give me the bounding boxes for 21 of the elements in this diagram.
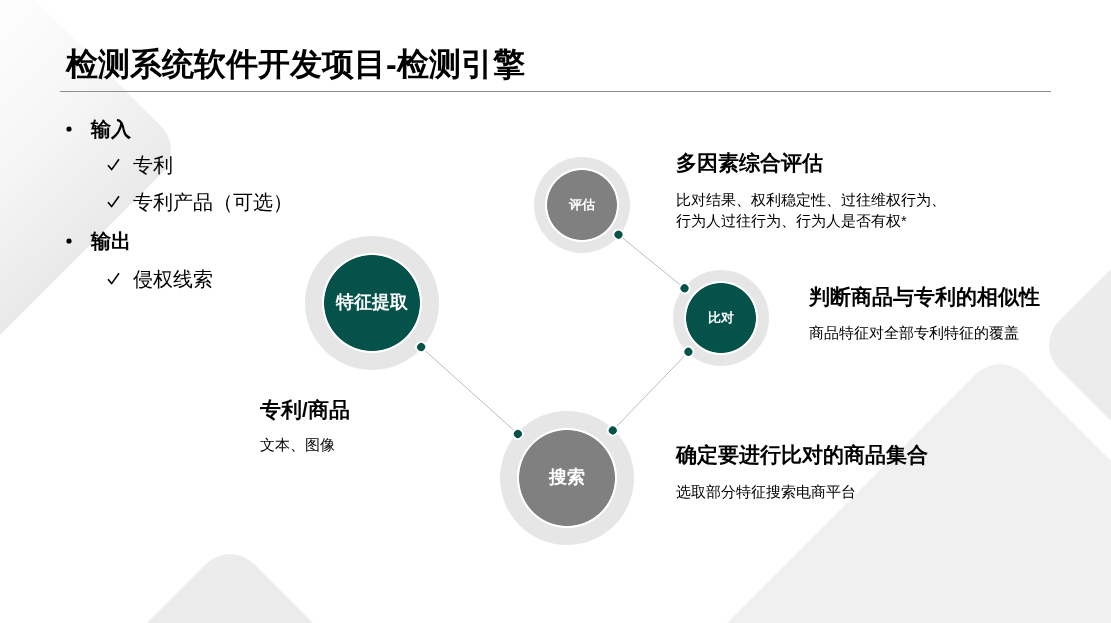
step-label: 比对 <box>708 310 734 326</box>
step-heading: 专利/商品 <box>260 397 350 423</box>
connector-line <box>415 341 524 440</box>
step-description: 选取部分特征搜索电商平台 <box>676 482 856 502</box>
step-heading: 多因素综合评估 <box>676 150 823 176</box>
list-item: 侵权线索 <box>133 267 213 292</box>
step-label: 评估 <box>569 197 595 213</box>
step-description: 比对结果、权利稳定性、过往维权行为、行为人过往行为、行为人是否有权* <box>676 190 946 231</box>
list-item: 专利产品（可选） <box>133 190 293 215</box>
step-heading: 确定要进行比对的商品集合 <box>676 442 928 468</box>
list-item: 专利 <box>133 153 173 178</box>
connector-line <box>606 345 695 437</box>
step-label: 搜索 <box>549 467 585 489</box>
list-heading: 输出 <box>91 229 131 254</box>
list-heading: 输入 <box>91 117 131 142</box>
step-label: 特征提取 <box>336 292 408 314</box>
step-heading: 判断商品与专利的相似性 <box>809 284 1040 310</box>
step-description: 文本、图像 <box>260 435 335 455</box>
connector-line <box>612 228 691 295</box>
page-title: 检测系统软件开发项目-检测引擎 <box>66 47 525 81</box>
step-description: 商品特征对全部专利特征的覆盖 <box>809 323 1019 343</box>
